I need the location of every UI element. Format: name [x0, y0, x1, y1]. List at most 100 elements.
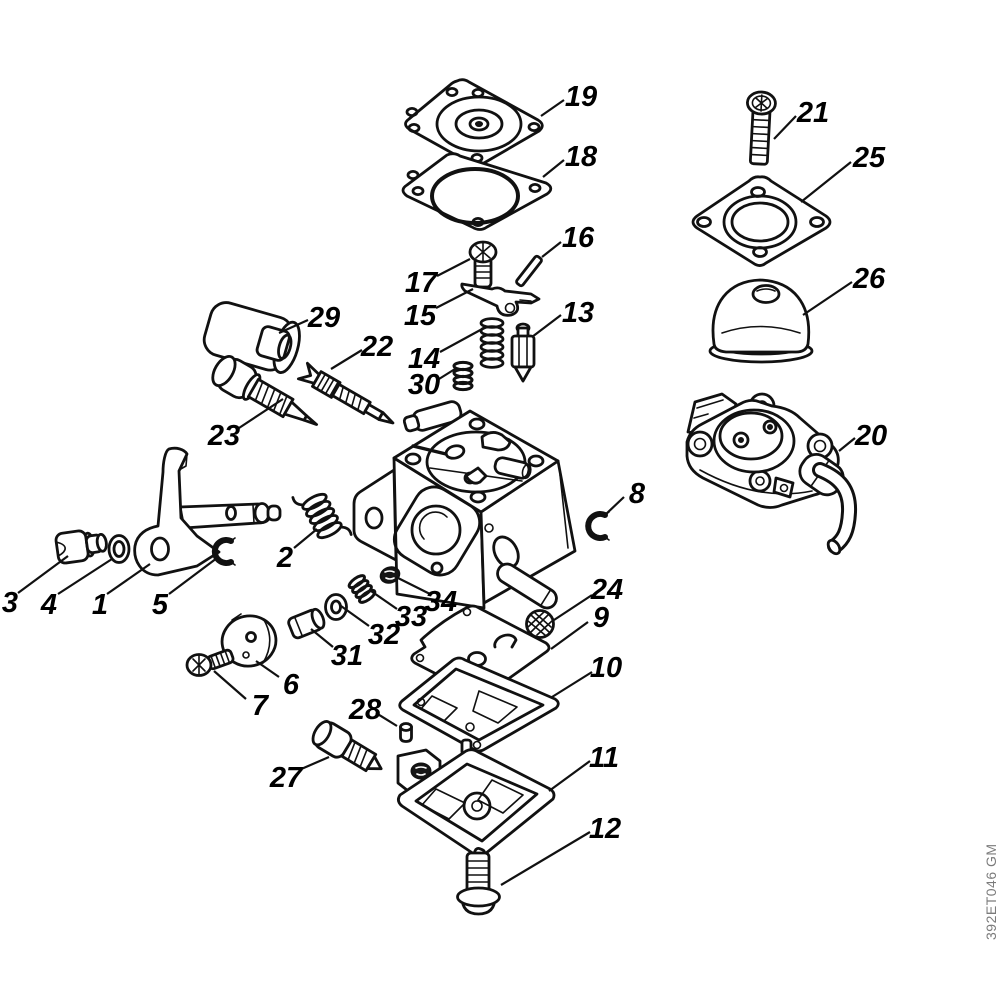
leader-line-part-1	[106, 563, 151, 595]
part-14-drawing	[479, 317, 505, 369]
part-26-drawing	[708, 278, 814, 364]
part-33-drawing	[347, 574, 377, 604]
leader-line-part-28	[375, 712, 398, 727]
leader-line-part-31	[310, 628, 334, 648]
leader-line-part-13	[531, 314, 562, 338]
leader-line-part-2	[293, 528, 318, 549]
leader-line-part-24	[553, 594, 593, 621]
carburetor-body-drawing	[352, 400, 577, 610]
part-29-drawing	[202, 301, 301, 374]
part-number-label-32: 32	[368, 619, 400, 651]
leader-line-part-12	[500, 831, 591, 886]
leader-line-part-23	[238, 398, 284, 429]
part-number-label-8: 8	[629, 478, 646, 510]
leader-line-part-29	[278, 318, 309, 335]
part-number-label-17: 17	[405, 267, 439, 299]
part-5-drawing	[211, 537, 236, 566]
leader-line-part-6	[255, 660, 280, 678]
part-27-drawing	[311, 720, 383, 773]
part-28-drawing	[399, 722, 413, 743]
part-21-drawing	[746, 90, 777, 166]
part-number-label-7: 7	[252, 690, 270, 722]
part-number-label-19: 19	[565, 81, 597, 113]
part-number-label-6: 6	[283, 669, 300, 701]
part-number-label-5: 5	[152, 589, 169, 621]
part-number-label-10: 10	[590, 652, 622, 684]
part-17-drawing	[468, 240, 498, 289]
part-number-label-21: 21	[796, 97, 829, 129]
part-number-label-15: 15	[404, 300, 437, 332]
part-number-label-22: 22	[360, 331, 393, 363]
leader-line-part-22	[330, 349, 363, 370]
part-number-label-30: 30	[408, 369, 440, 401]
leader-line-part-20	[838, 437, 856, 452]
part-34-drawing	[379, 566, 401, 584]
part-15-drawing	[460, 282, 541, 317]
part-number-label-29: 29	[307, 302, 340, 334]
part-20-drawing	[685, 392, 858, 556]
part-number-label-26: 26	[852, 263, 886, 295]
leader-line-part-27	[298, 755, 330, 772]
part-12-drawing	[456, 851, 501, 916]
watermark-text: 392ET046 GM	[983, 843, 999, 940]
part-16-drawing	[515, 254, 543, 288]
part-number-label-14: 14	[408, 343, 440, 375]
part-19-drawing	[404, 78, 544, 167]
part-13-drawing	[510, 322, 536, 383]
leader-line-part-5	[168, 557, 218, 595]
leader-line-part-3	[17, 555, 69, 594]
part-23-drawing	[211, 355, 319, 426]
leader-line-part-17	[436, 258, 471, 277]
leader-line-part-4	[57, 558, 113, 595]
part-number-label-20: 20	[854, 420, 887, 452]
leader-line-part-32	[340, 605, 370, 627]
part-number-label-31: 31	[331, 640, 363, 672]
leader-line-part-14	[439, 327, 485, 353]
leader-line-part-34	[395, 576, 431, 595]
part-30-drawing	[452, 360, 474, 392]
leader-line-part-10	[551, 671, 593, 698]
part-number-label-2: 2	[276, 542, 293, 574]
leader-line-part-33	[370, 590, 398, 610]
part-1-drawing	[133, 446, 282, 577]
part-number-label-23: 23	[207, 420, 240, 452]
part-25-drawing	[691, 175, 832, 267]
leader-line-part-18	[542, 159, 565, 178]
part-number-label-34: 34	[425, 586, 457, 618]
part-6-drawing	[220, 613, 278, 668]
leader-line-part-8	[604, 496, 625, 516]
part-4-drawing	[107, 534, 131, 564]
part-number-label-11: 11	[589, 742, 619, 774]
part-number-label-1: 1	[92, 589, 108, 621]
part-2-drawing	[291, 492, 353, 540]
part-number-label-27: 27	[269, 762, 304, 794]
part-number-label-9: 9	[593, 602, 609, 634]
part-number-label-12: 12	[589, 813, 621, 845]
part-number-label-28: 28	[348, 694, 382, 726]
part-7-drawing	[185, 648, 235, 677]
leader-line-part-19	[540, 99, 565, 117]
leader-line-part-26	[802, 281, 853, 316]
leader-line-part-15	[435, 288, 474, 309]
leader-line-part-25	[800, 161, 852, 203]
part-number-label-18: 18	[565, 141, 598, 173]
part-number-label-16: 16	[562, 222, 595, 254]
part-number-label-13: 13	[562, 297, 594, 329]
part-3-drawing	[54, 529, 108, 565]
leader-line-part-7	[213, 670, 247, 700]
leader-line-part-16	[541, 241, 562, 258]
part-32-drawing	[324, 593, 348, 621]
leader-line-part-30	[438, 368, 456, 380]
part-number-label-33: 33	[395, 601, 427, 633]
leader-line-part-11	[548, 760, 591, 792]
leader-line-part-9	[550, 621, 589, 650]
part-22-drawing	[296, 361, 395, 425]
part-number-label-4: 4	[40, 589, 57, 621]
part-number-label-25: 25	[852, 142, 886, 174]
part-24-drawing	[525, 609, 555, 639]
part-18-drawing	[401, 152, 553, 231]
leader-line-part-21	[773, 115, 797, 140]
